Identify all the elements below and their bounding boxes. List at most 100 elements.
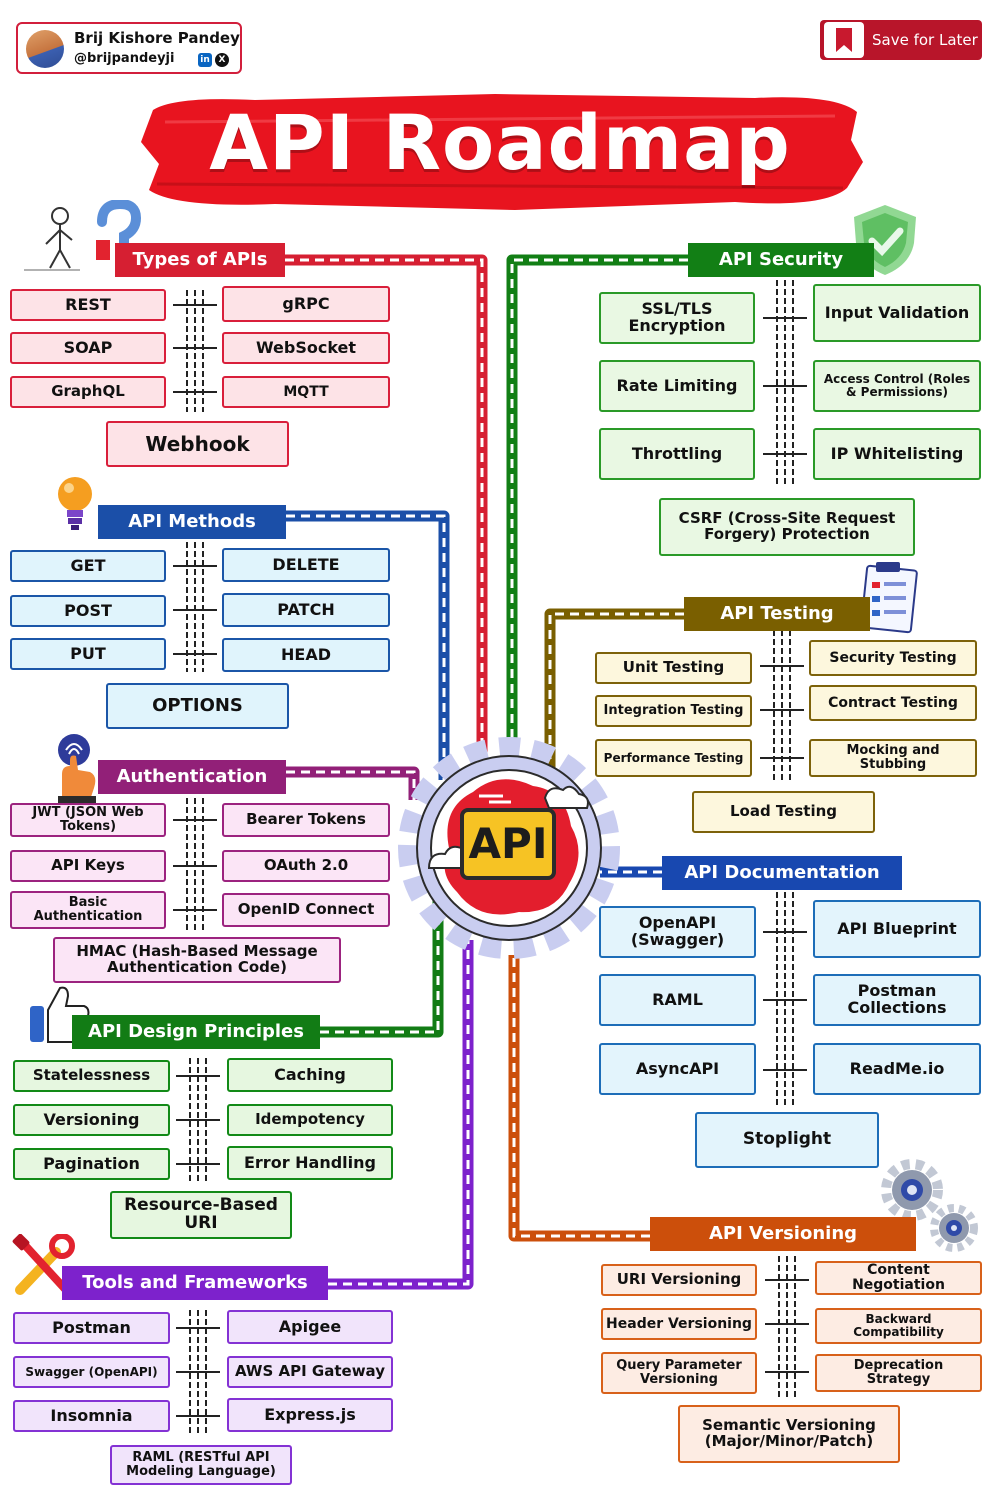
road-versioning [508,955,650,1242]
security-node[interactable]: Throttling [599,428,755,480]
road-security [506,254,688,760]
testing-node[interactable]: Unit Testing [595,652,752,684]
security-node[interactable]: SSL/TLS Encryption [599,292,755,344]
testing-extra-node[interactable]: Load Testing [692,791,875,833]
section-header-authentication[interactable]: Authentication [98,760,286,794]
testing-node[interactable]: Integration Testing [595,695,752,727]
section-header-api-security[interactable]: API Security [688,243,874,277]
versioning-extra-node[interactable]: Semantic Versioning (Major/Minor/Patch) [678,1405,900,1463]
section-header-api-testing[interactable]: API Testing [684,597,870,631]
clipboard-icon [860,562,918,634]
versioning-node[interactable]: Query Parameter Versioning [601,1352,757,1394]
docs-node[interactable]: RAML [599,974,756,1026]
auth-node[interactable]: Basic Authentication [10,891,166,929]
design-node[interactable]: Idempotency [227,1104,393,1136]
fingerprint-hand-icon [58,734,96,806]
security-node[interactable]: IP Whitelisting [813,428,981,480]
versioning-node[interactable]: Header Versioning [601,1308,757,1340]
testing-node[interactable]: Contract Testing [809,685,977,721]
docs-extra-node[interactable]: Stoplight [695,1112,879,1168]
testing-node[interactable]: Security Testing [809,640,977,676]
docs-node[interactable]: ReadMe.io [813,1043,981,1095]
section-header-api-methods[interactable]: API Methods [98,505,286,539]
design-node[interactable]: Versioning [13,1104,170,1136]
methods-extra-node[interactable]: OPTIONS [106,683,289,729]
tools-node[interactable]: Apigee [227,1310,393,1344]
tools-icon [12,1234,75,1295]
x-icon[interactable]: X [215,53,229,67]
design-node[interactable]: Statelessness [13,1060,170,1092]
types-extra-node[interactable]: Webhook [106,421,289,467]
methods-node[interactable]: PUT [10,638,166,670]
section-header-tools-and-frameworks[interactable]: Tools and Frameworks [62,1266,328,1300]
save-for-later-button[interactable]: Save for Later [820,20,982,60]
auth-node[interactable]: OAuth 2.0 [222,850,390,882]
security-node[interactable]: Access Control (Roles & Permissions) [813,360,981,412]
types-node[interactable]: gRPC [222,286,390,322]
auth-extra-node[interactable]: HMAC (Hash-Based Message Authentication … [53,937,341,983]
brush-stroke-icon [141,94,863,210]
section-header-api-versioning[interactable]: API Versioning [650,1217,916,1251]
section-header-api-design-principles[interactable]: API Design Principles [72,1015,320,1049]
types-node[interactable]: WebSocket [222,332,390,364]
spine-types [173,290,217,412]
tools-node[interactable]: AWS API Gateway [227,1356,393,1388]
types-node[interactable]: GraphQL [10,376,166,408]
linkedin-icon[interactable]: in [198,53,212,67]
versioning-node[interactable]: Backward Compatibility [815,1308,982,1344]
methods-node[interactable]: POST [10,595,166,627]
save-for-later-label: Save for Later [872,31,978,49]
avatar [26,30,64,68]
spine-security [763,280,807,486]
auth-node[interactable]: OpenID Connect [222,893,390,927]
docs-node[interactable]: AsyncAPI [599,1043,756,1095]
spine-auth [173,798,217,930]
title-banner: API Roadmap [135,92,865,212]
docs-node[interactable]: API Blueprint [813,900,981,958]
tools-node[interactable]: Swagger (OpenAPI) [13,1356,170,1388]
testing-node[interactable]: Performance Testing [595,739,752,777]
security-node[interactable]: Input Validation [813,284,981,342]
design-node[interactable]: Caching [227,1058,393,1092]
design-node[interactable]: Error Handling [227,1146,393,1180]
author-name: Brij Kishore Pandey [74,29,240,47]
docs-node[interactable]: OpenAPI (Swagger) [599,906,756,958]
section-header-types-of-apis[interactable]: Types of APIs [115,243,285,277]
security-node[interactable]: Rate Limiting [599,360,755,412]
tools-extra-node[interactable]: RAML (RESTful API Modeling Language) [110,1445,292,1485]
auth-node[interactable]: JWT (JSON Web Tokens) [10,803,166,837]
page-title: API Roadmap [209,98,791,187]
tools-node[interactable]: Express.js [227,1398,393,1432]
design-extra-node[interactable]: Resource-Based URI [110,1191,292,1239]
types-node[interactable]: SOAP [10,332,166,364]
types-node[interactable]: MQTT [222,376,390,408]
methods-node[interactable]: GET [10,550,166,582]
versioning-node[interactable]: Deprecation Strategy [815,1354,982,1392]
author-badge[interactable]: Brij Kishore Pandey @brijpandeyji in X [16,22,242,74]
road-tools [328,940,474,1290]
auth-node[interactable]: API Keys [10,850,166,882]
road-types [285,254,488,780]
docs-node[interactable]: Postman Collections [813,974,981,1026]
versioning-node[interactable]: URI Versioning [601,1264,757,1296]
spine-design [176,1058,220,1184]
testing-node[interactable]: Mocking and Stubbing [809,739,977,777]
design-node[interactable]: Pagination [13,1148,170,1180]
versioning-node[interactable]: Content Negotiation [815,1261,982,1295]
auth-node[interactable]: Bearer Tokens [222,803,390,837]
methods-node[interactable]: DELETE [222,548,390,582]
spine-docs [763,892,807,1106]
methods-node[interactable]: PATCH [222,593,390,627]
tools-node[interactable]: Insomnia [13,1400,170,1432]
lightbulb-icon [58,477,92,530]
road-testing [544,608,684,780]
tools-node[interactable]: Postman [13,1312,170,1344]
section-header-api-documentation[interactable]: API Documentation [662,856,902,890]
author-handle: @brijpandeyji [74,51,175,66]
methods-node[interactable]: HEAD [222,638,390,672]
types-node[interactable]: REST [10,289,166,321]
security-extra-node[interactable]: CSRF (Cross-Site Request Forgery) Protec… [659,498,915,556]
spine-methods [173,542,217,672]
